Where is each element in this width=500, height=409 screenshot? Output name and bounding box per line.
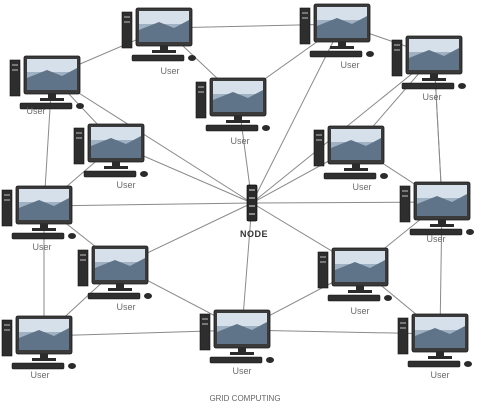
network-link xyxy=(251,201,443,204)
mouse-icon xyxy=(68,363,76,369)
mouse-icon xyxy=(262,125,270,131)
computer-label: User xyxy=(232,366,251,376)
pc-tower-icon xyxy=(391,39,403,77)
user-computer: User xyxy=(391,35,466,102)
pc-tower-icon xyxy=(77,249,89,287)
pc-tower-icon xyxy=(73,127,85,165)
pc-tower-icon xyxy=(1,319,13,357)
user-computer: User xyxy=(397,313,472,380)
pc-tower-icon xyxy=(299,7,311,45)
keyboard-icon xyxy=(131,54,185,62)
user-computer: User xyxy=(121,7,196,76)
pc-tower-icon xyxy=(121,11,133,49)
mouse-icon xyxy=(380,173,388,179)
mouse-icon xyxy=(466,229,474,235)
computer-label: User xyxy=(350,306,369,316)
keyboard-icon xyxy=(407,360,461,368)
user-computer: User xyxy=(299,3,374,70)
mouse-icon xyxy=(68,233,76,239)
keyboard-icon xyxy=(11,362,65,370)
keyboard-icon xyxy=(323,172,377,180)
mouse-icon xyxy=(144,293,152,299)
mouse-icon xyxy=(76,103,84,109)
mouse-icon xyxy=(366,51,374,57)
computer-label: User xyxy=(430,370,449,380)
computer-label: User xyxy=(422,92,441,102)
pc-tower-icon xyxy=(199,313,211,351)
keyboard-icon xyxy=(409,228,463,236)
network-link xyxy=(163,23,343,29)
computer-label: User xyxy=(160,66,179,76)
keyboard-icon xyxy=(209,356,263,364)
computer-label: User xyxy=(32,242,51,252)
network-link xyxy=(43,329,243,337)
pc-tower-icon xyxy=(195,81,207,119)
network-link xyxy=(43,202,253,207)
user-computer: User xyxy=(399,181,474,244)
computer-label: User xyxy=(230,136,249,146)
keyboard-icon xyxy=(11,232,65,240)
keyboard-icon xyxy=(327,294,381,302)
user-computer: User xyxy=(1,315,76,380)
user-computer: User xyxy=(199,309,274,376)
mouse-icon xyxy=(266,357,274,363)
pc-tower-icon xyxy=(9,59,21,97)
keyboard-icon xyxy=(83,170,137,178)
keyboard-icon xyxy=(205,124,259,132)
computer-label: User xyxy=(352,182,371,192)
mouse-icon xyxy=(140,171,148,177)
user-computer: User xyxy=(195,77,270,146)
mouse-icon xyxy=(464,361,472,367)
hub-node: NODE xyxy=(240,184,268,239)
network-link xyxy=(241,329,441,335)
diagram-caption: GRID COMPUTING xyxy=(209,394,280,403)
computer-label: User xyxy=(116,180,135,190)
network-link xyxy=(51,75,253,204)
keyboard-icon xyxy=(401,82,455,90)
user-computer: User xyxy=(313,125,388,192)
user-computer: User xyxy=(77,245,152,312)
keyboard-icon xyxy=(19,102,73,110)
computer-label: User xyxy=(340,60,359,70)
server-node-icon xyxy=(246,184,258,222)
keyboard-icon xyxy=(87,292,141,300)
pc-tower-icon xyxy=(313,129,325,167)
keyboard-icon xyxy=(309,50,363,58)
pc-tower-icon xyxy=(1,189,13,227)
mouse-icon xyxy=(188,55,196,61)
pc-tower-icon xyxy=(399,185,411,223)
user-computer: User xyxy=(317,247,392,316)
computer-label: User xyxy=(426,234,445,244)
hub-label: NODE xyxy=(240,229,268,239)
network-link xyxy=(241,202,253,331)
network-links xyxy=(43,23,443,337)
pc-tower-icon xyxy=(317,251,329,289)
computer-label: User xyxy=(116,302,135,312)
user-computer: User xyxy=(9,55,84,116)
mouse-icon xyxy=(384,295,392,301)
computer-label: User xyxy=(26,106,45,116)
computer-label: User xyxy=(30,370,49,380)
pc-tower-icon xyxy=(397,317,409,355)
mouse-icon xyxy=(458,83,466,89)
user-computer: User xyxy=(73,123,148,190)
user-computer: User xyxy=(1,185,76,252)
